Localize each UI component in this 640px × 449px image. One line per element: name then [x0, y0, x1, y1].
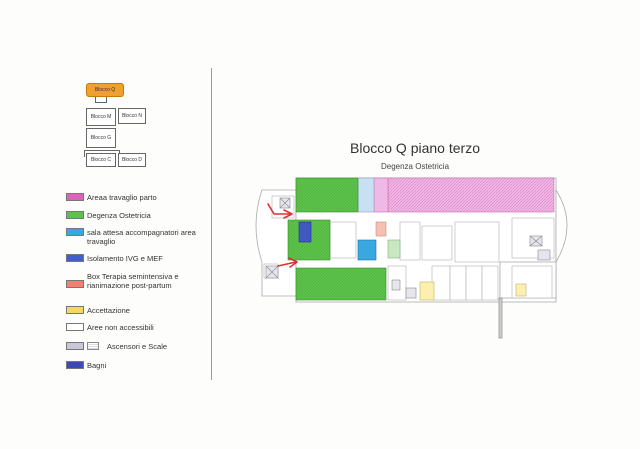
keymap-block-d[interactable]: Blocco D	[118, 153, 146, 167]
legend-item-sala-attesa: sala attesa accompagnatori area travagli…	[66, 228, 223, 246]
legend-label: Box Terapia semintensiva e rianimazione …	[87, 272, 179, 290]
degenza-small-room[interactable]	[387, 239, 401, 259]
keymap-block-n[interactable]: Blocco N	[118, 108, 146, 124]
sala-attesa-area[interactable]	[357, 177, 375, 213]
entrance-arrow-icon	[267, 203, 298, 268]
legend-swatch	[66, 342, 84, 350]
area-travaglio-annex[interactable]	[373, 177, 389, 213]
legend-label: Accettazione	[87, 306, 130, 315]
keymap-block-n-label: Blocco N	[121, 113, 142, 119]
legend-label: Areaa travaglio parto	[87, 193, 157, 202]
isolamento-room[interactable]	[298, 221, 312, 243]
legend-swatch	[66, 280, 84, 288]
legend-item-travaglio: Areaa travaglio parto	[66, 193, 227, 202]
legend-label: sala attesa accompagnatori area travagli…	[87, 228, 196, 246]
legend-label: Ascensori e Scale	[107, 342, 168, 351]
legend-swatch	[66, 228, 84, 236]
area-travaglio[interactable]	[387, 177, 555, 213]
keymap-block-g-label: Blocco G	[90, 135, 112, 141]
stairs-icon	[87, 342, 99, 350]
legend-label: Aree non accessibili	[87, 323, 154, 332]
map-title: Blocco Q piano terzo	[350, 140, 480, 156]
legend-item-accettazione: Accettazione	[66, 306, 227, 315]
legend-item-degenza: Degenza Ostetricia	[66, 211, 227, 220]
keymap-block-d-label: Blocco D	[121, 157, 142, 163]
map-subtitle: Degenza Ostetricia	[380, 162, 450, 171]
box-terapia-room[interactable]	[375, 221, 387, 237]
accettazione-room-2[interactable]	[515, 283, 527, 297]
degenza-bottom[interactable]	[295, 267, 387, 301]
keymap-block-c-label: Blocco C	[90, 157, 111, 163]
stairs-icon	[265, 197, 551, 299]
keymap-block-m-label: Blocco M	[90, 114, 112, 120]
legend-swatch	[66, 211, 84, 219]
legend-item-non-accessibili: Aree non accessibili	[66, 323, 227, 332]
keymap-block-q-label: Blocco Q	[94, 87, 116, 93]
legend-item-bagni: Bagni	[66, 361, 227, 370]
keymap-connector	[95, 97, 107, 103]
accettazione-room[interactable]	[419, 281, 435, 301]
legend-label: Bagni	[87, 361, 107, 370]
legend-item-ascensori: Ascensori e Scale	[66, 342, 247, 351]
legend-item-box-terapia: Box Terapia semintensiva e rianimazione …	[66, 272, 227, 290]
keymap-block-c[interactable]: Blocco C	[86, 153, 116, 167]
legend-swatch	[66, 323, 84, 331]
legend-item-isolamento: Isolamento IVG e MEF	[66, 254, 227, 263]
legend-swatch	[66, 193, 84, 201]
legend-swatch	[66, 361, 84, 369]
panel-divider	[211, 68, 212, 380]
keymap-block-m[interactable]: Blocco M	[86, 108, 116, 126]
sala-attesa-room[interactable]	[357, 239, 377, 261]
legend-label: Isolamento IVG e MEF	[87, 254, 163, 263]
keymap-block-g[interactable]: Blocco G	[86, 128, 116, 148]
legend-swatch	[66, 306, 84, 314]
degenza-top[interactable]	[295, 177, 359, 213]
keymap-block-q[interactable]: Blocco Q	[86, 83, 124, 97]
legend-label: Degenza Ostetricia	[87, 211, 151, 220]
legend-swatch	[66, 254, 84, 262]
